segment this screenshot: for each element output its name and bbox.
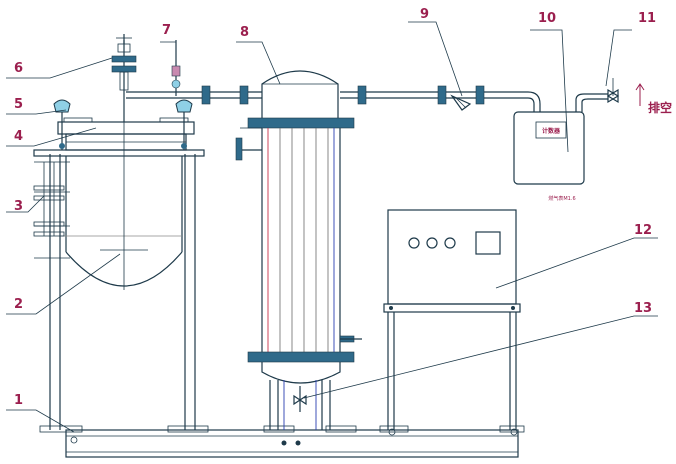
drain-valve: [293, 386, 307, 412]
clamp-left: [53, 99, 71, 150]
callout-5: 5: [14, 97, 23, 112]
callout-7: 7: [162, 23, 171, 38]
base-frame: [39, 425, 525, 458]
callout-11: 11: [638, 11, 656, 26]
callout-4: 4: [14, 129, 23, 144]
leader-lines: [6, 21, 658, 433]
meter-panel-label: 计数器: [542, 127, 561, 135]
callout-12: 12: [634, 223, 652, 238]
callout-3: 3: [14, 199, 23, 214]
condenser-stand: [269, 380, 331, 430]
gas-meter: 计数器 燃气表M1.6: [513, 93, 608, 202]
condenser: [235, 70, 362, 384]
callout-10: 10: [538, 11, 556, 26]
callout-6: 6: [14, 61, 23, 76]
top-valve: [111, 34, 137, 122]
reactor-lid: [57, 117, 195, 151]
exhaust-valve: 排空: [606, 78, 672, 115]
control-cabinet: [383, 209, 521, 430]
exhaust-label: 排空: [648, 100, 672, 115]
callout-2: 2: [14, 297, 23, 312]
clamp-right: [175, 99, 193, 150]
meter-caption: 燃气表M1.6: [548, 195, 575, 202]
y-filter: [450, 94, 472, 111]
gas-pipeline: [126, 85, 541, 112]
callout-13: 13: [634, 301, 652, 316]
callout-labels: 1 2 3 4 5 6 7 8 9 10 11 12 13: [14, 7, 656, 408]
reactor-vessel: [33, 116, 205, 430]
callout-8: 8: [240, 25, 249, 40]
jacket-pipes: [33, 162, 65, 237]
callout-9: 9: [420, 7, 429, 22]
callout-1: 1: [14, 393, 23, 408]
